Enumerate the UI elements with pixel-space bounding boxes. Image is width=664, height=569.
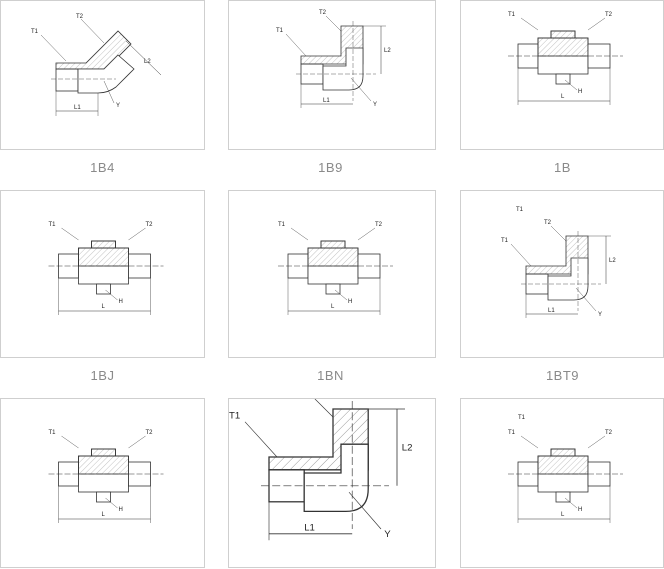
thread-t1-label: T1 <box>508 12 516 18</box>
dimension-l2-label: L2 <box>402 443 413 454</box>
product-code-label[interactable]: 1BN <box>317 368 344 383</box>
dimension-h-label: H <box>119 299 123 305</box>
thread-t1-top-label: T1 <box>291 1 299 3</box>
fitting-drawing: L H T1 T2 <box>278 222 393 315</box>
dimension-h-label: H <box>578 507 582 513</box>
dimension-l1-label: L1 <box>548 308 555 314</box>
dimension-l1-label: L1 <box>304 523 315 534</box>
dimension-l1-label: L1 <box>74 105 81 111</box>
thread-t2-label: T2 <box>319 10 327 16</box>
thread-t1-top-label: T1 <box>518 415 526 421</box>
fitting-drawing: L1 L2Y T1 T2 <box>31 14 162 116</box>
product-code-label[interactable]: 1BJ <box>90 368 115 383</box>
thread-t1-label: T1 <box>49 222 57 228</box>
thread-t1-top-label: T1 <box>516 207 524 213</box>
thread-t1-label: T1 <box>278 222 286 228</box>
product-card-1b[interactable]: L H T1 T2 <box>460 0 664 150</box>
dimension-l-label: L <box>102 512 106 518</box>
product-card-1bn[interactable]: L H T1 T2 <box>228 190 436 358</box>
dimension-y-label: Y <box>384 529 391 540</box>
thread-t1-label: T1 <box>276 28 284 34</box>
product-code-label[interactable]: 1B9 <box>318 160 343 175</box>
fitting-drawing: L H T1 T2 <box>48 222 164 315</box>
thread-t2-label: T2 <box>605 430 613 436</box>
dimension-l2-label: L2 <box>384 48 391 54</box>
thread-t1-label: T1 <box>49 430 57 436</box>
product-code-label[interactable]: 1BT9 <box>545 368 580 383</box>
dimension-h-label: H <box>578 89 582 95</box>
dimension-y-label: Y <box>116 103 120 109</box>
thread-t1-label: T1 <box>501 238 509 244</box>
product-card-item-7[interactable]: L H T1 T2 <box>0 398 205 568</box>
fitting-drawing: L H T1 T2 <box>508 12 623 105</box>
product-card-1bj[interactable]: L H T1 T2 <box>0 190 205 358</box>
dimension-h-label: H <box>348 299 352 305</box>
dimension-l-label: L <box>561 94 565 100</box>
thread-t2-label: T2 <box>146 430 154 436</box>
thread-t2-label: T2 <box>605 12 613 18</box>
thread-t2-label: T2 <box>544 220 552 226</box>
dimension-l-label: L <box>331 304 335 310</box>
thread-t1-label: T1 <box>229 411 240 422</box>
dimension-l-label: L <box>102 304 106 310</box>
thread-t2-label: T2 <box>375 222 383 228</box>
dimension-l1-label: L1 <box>323 98 330 104</box>
dimension-l-label: L <box>561 512 565 518</box>
dimension-l2-label: L2 <box>609 258 616 264</box>
thread-t2-label: T2 <box>146 222 154 228</box>
dimension-y-label: Y <box>373 102 377 108</box>
dimension-h-label: H <box>119 507 123 513</box>
thread-t1-label: T1 <box>508 430 516 436</box>
fitting-drawing: L H T1 T2 <box>48 430 164 523</box>
product-code-label[interactable]: 1B4 <box>90 160 115 175</box>
dimension-l2-label: L2 <box>144 59 151 65</box>
thread-t1-label: T1 <box>31 29 39 35</box>
thread-t2-label: T2 <box>76 14 84 20</box>
dimension-y-label: Y <box>598 312 602 318</box>
product-code-label[interactable]: 1B <box>554 160 571 175</box>
